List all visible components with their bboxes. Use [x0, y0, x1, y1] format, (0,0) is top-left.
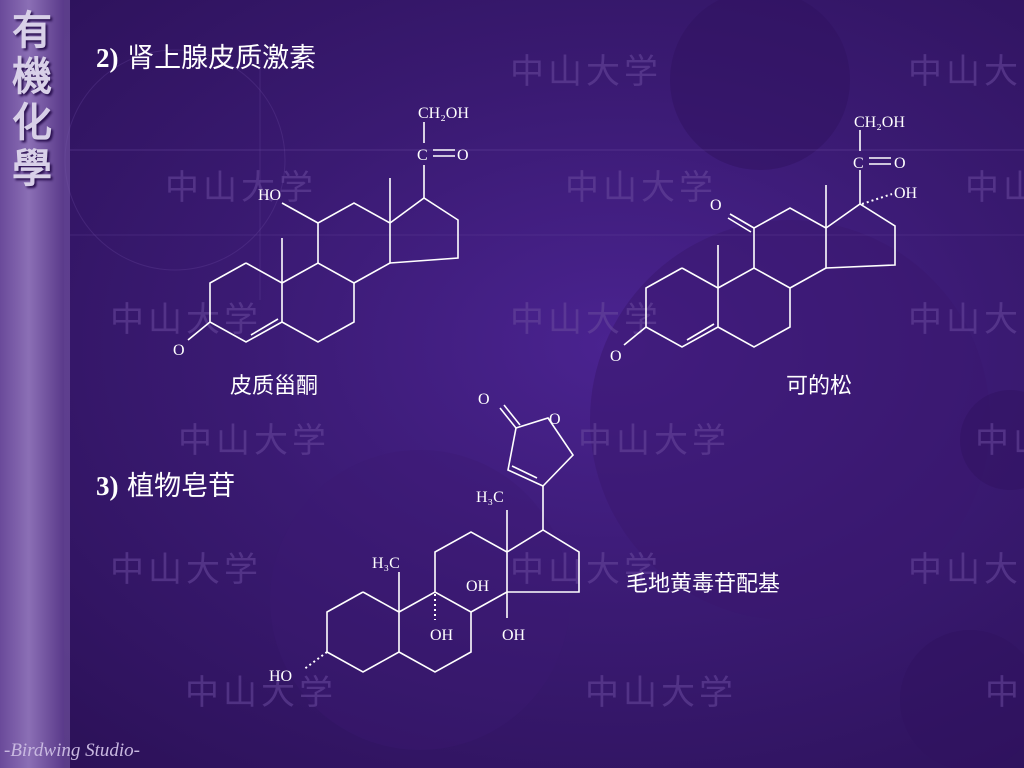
section-heading: 2) 肾上腺皮质激素 [96, 36, 316, 75]
atom-label: C [417, 147, 428, 164]
corticosterone-structure: CH₂OH C O HO O [173, 105, 469, 359]
compound-name: 可的松 [786, 374, 853, 399]
atom-label: O [710, 197, 722, 214]
watermark: 中山大学 [110, 550, 262, 590]
group-label: CH₂OH [418, 105, 469, 122]
atom-label: O [173, 342, 185, 359]
group-label: H₃C [476, 489, 504, 506]
group-label: HO [269, 668, 292, 685]
section-heading: 3) 植物皂苷 [96, 464, 235, 503]
left-band-edge [64, 0, 70, 768]
cortisone-structure: CH₂OH C O OH O O [610, 114, 918, 365]
watermark: 中山大学 [510, 550, 662, 590]
atom-label: O [549, 411, 561, 428]
watermark: 中山大学 [165, 168, 317, 208]
watermark: 中山大学 [908, 52, 1024, 92]
watermark: 中山大学 [975, 421, 1024, 461]
section-title: 植物皂苷 [127, 471, 236, 502]
left-band [0, 0, 64, 768]
section-number: 2) [96, 43, 119, 73]
compound-name: 毛地黄毒苷配基 [626, 572, 781, 597]
studio-credit: -Birdwing Studio- [4, 740, 140, 761]
section-title: 肾上腺皮质激素 [127, 43, 317, 74]
group-label: OH [894, 185, 918, 202]
group-label: HO [258, 187, 281, 204]
group-label: OH [430, 627, 454, 644]
watermark: 中山大学 [110, 300, 262, 340]
watermark: 中山大学 [965, 168, 1024, 208]
atom-label: O [457, 147, 469, 164]
section-number: 3) [96, 471, 119, 501]
watermark: 中山大学 [578, 421, 730, 461]
watermark: 中山大学 [585, 673, 737, 713]
watermark: 中山大学 [908, 300, 1024, 340]
group-label: OH [502, 627, 526, 644]
logo: 有 機 化 學 [6, 8, 58, 192]
watermark: 中山大学 [565, 168, 717, 208]
compound-name: 皮质甾酮 [230, 374, 319, 399]
group-label: CH₂OH [854, 114, 905, 131]
digitoxigenin-structure: H₃C H₃C OH OH OH HO O O [269, 391, 580, 685]
logo-char: 化 [12, 100, 52, 146]
watermark: 中山大学 [185, 673, 337, 713]
watermark: 中山大学 [510, 300, 662, 340]
atom-label: C [853, 155, 864, 172]
watermark: 中山大学 [510, 52, 662, 92]
logo-char: 有 [12, 8, 52, 54]
atom-label: O [894, 155, 906, 172]
watermark: 中山大学 [178, 421, 330, 461]
watermark: 中山大学 [985, 673, 1024, 713]
group-label: OH [466, 578, 490, 595]
atom-label: O [610, 348, 622, 365]
logo-char: 學 [12, 146, 52, 192]
watermark: 中山大学 [908, 550, 1024, 590]
logo-char: 機 [12, 54, 52, 100]
group-label: H₃C [372, 555, 400, 572]
atom-label: O [478, 391, 490, 408]
